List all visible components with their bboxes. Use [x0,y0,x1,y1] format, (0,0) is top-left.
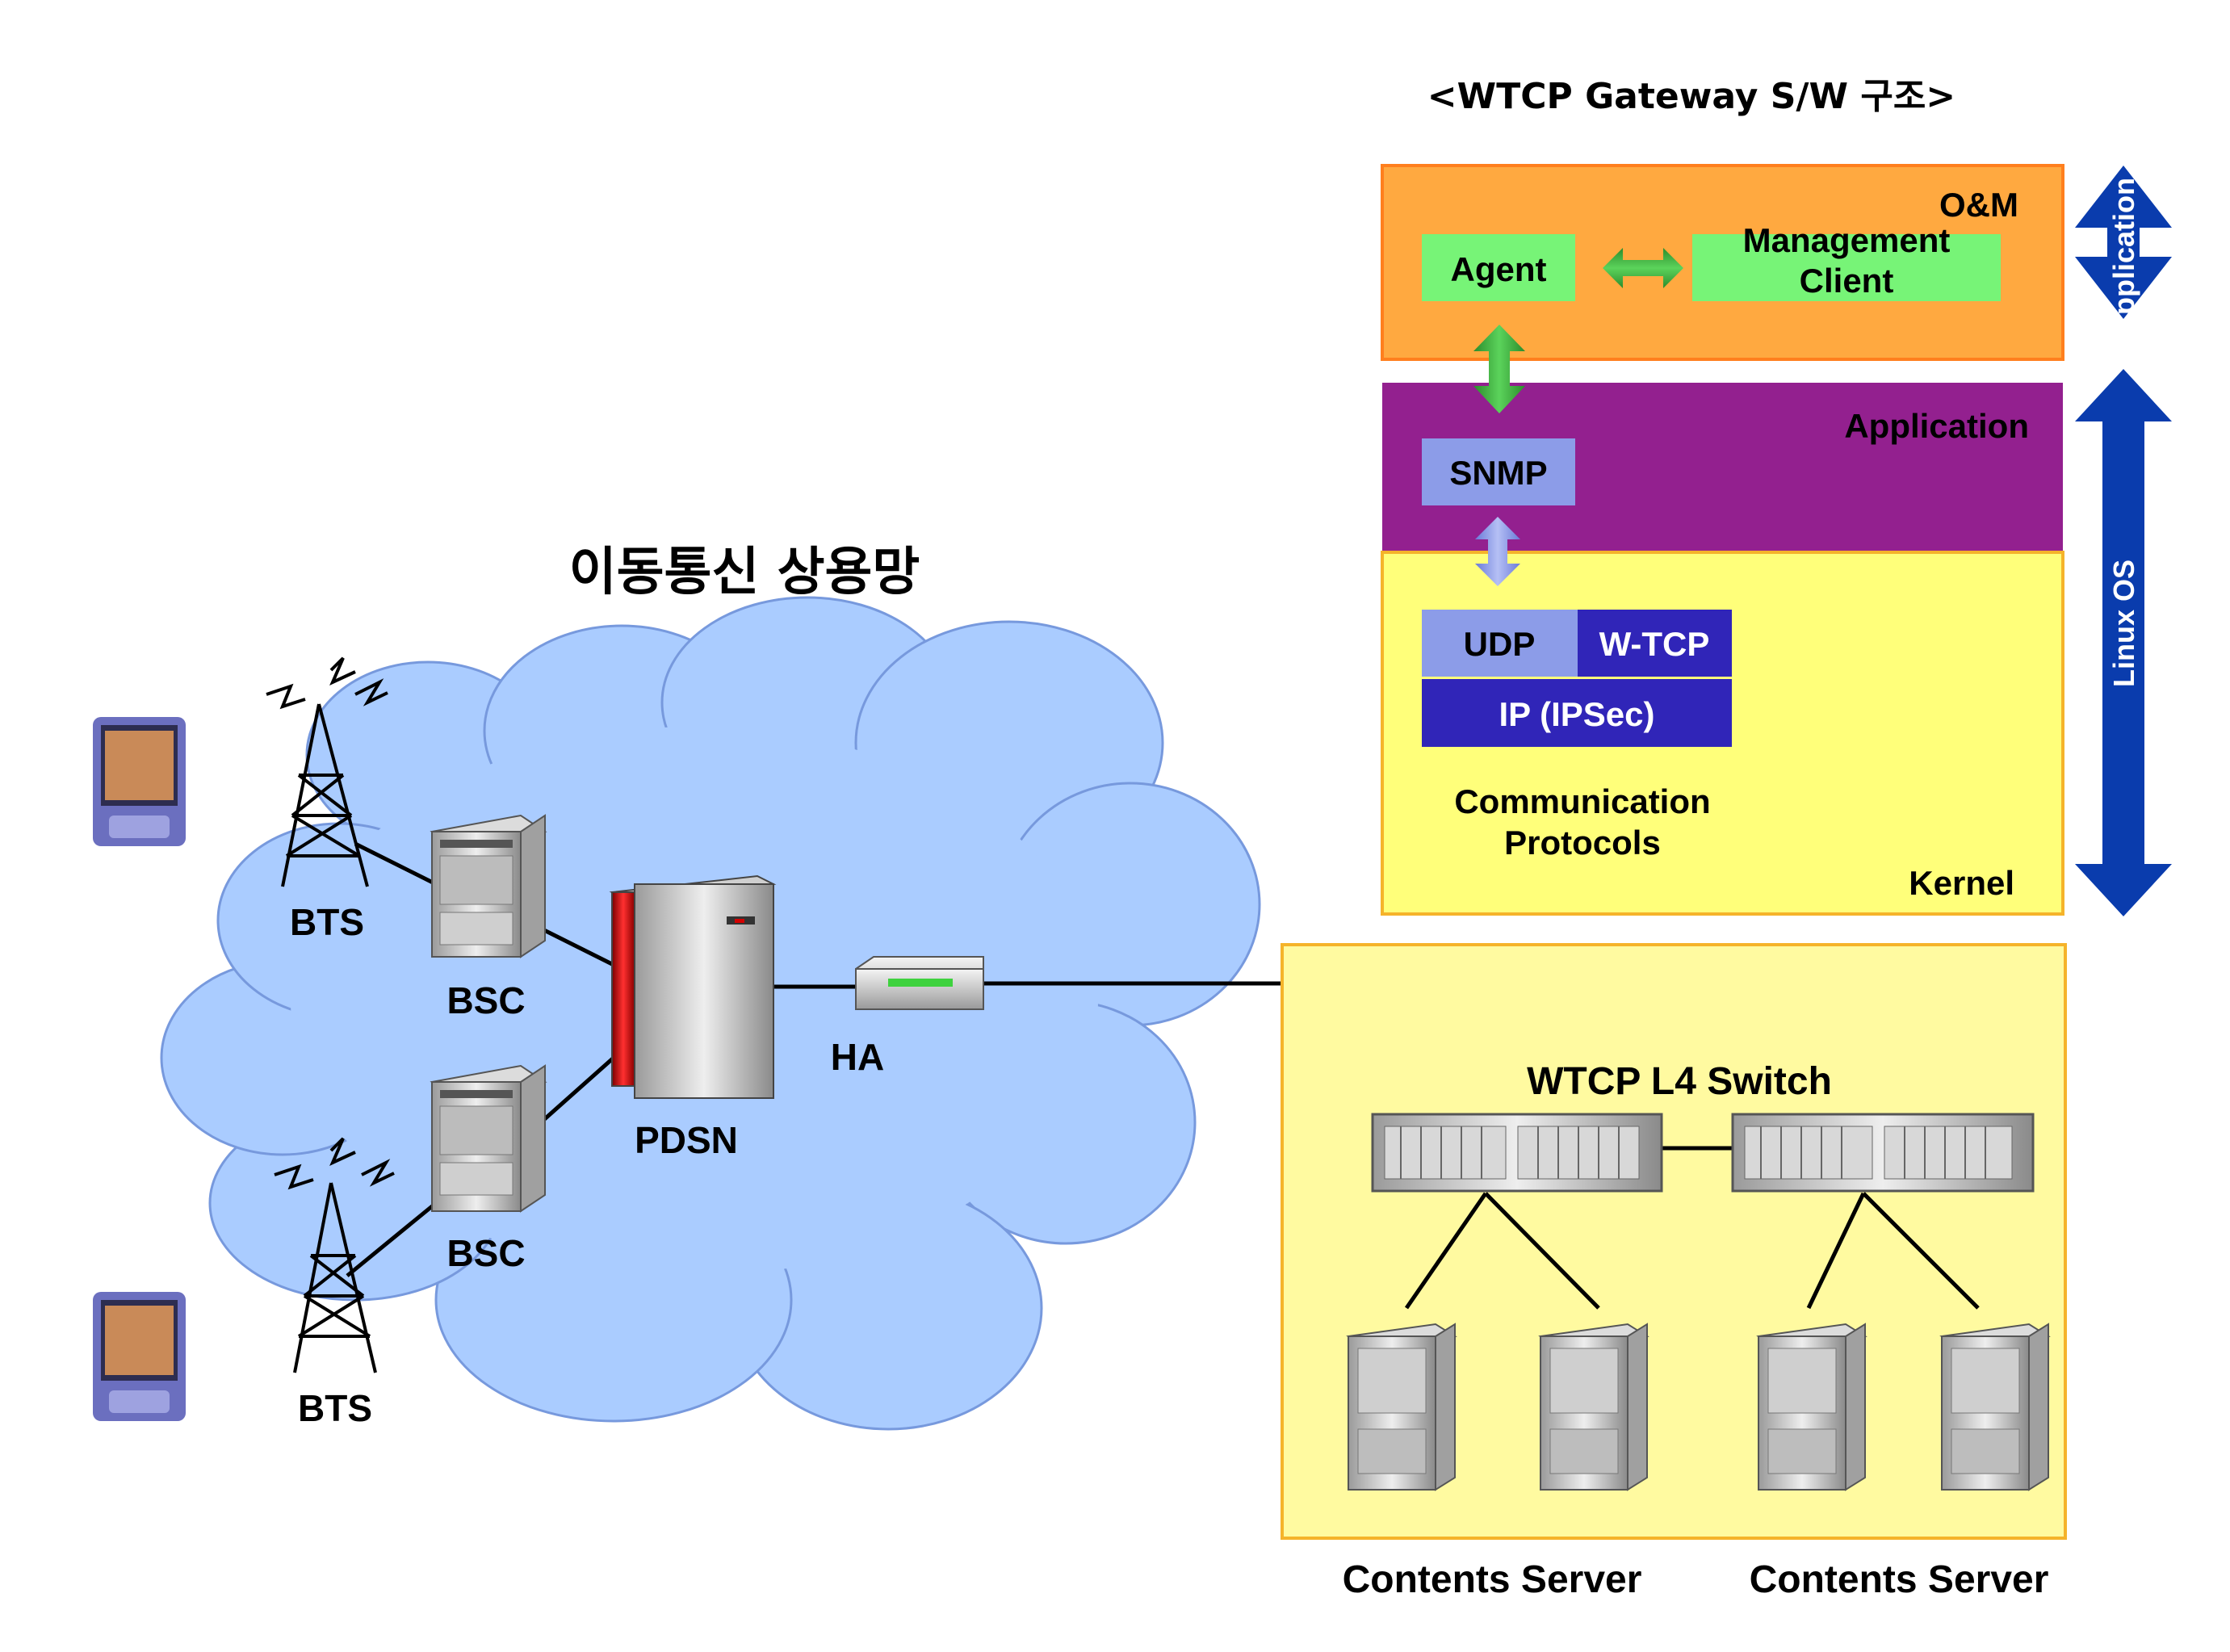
handset-icon-top [93,717,186,846]
snmp-label: SNMP [1449,454,1547,492]
wtcp-box: W-TCP [1578,610,1732,677]
bts-bottom-label: BTS [298,1387,372,1429]
bsc-bottom-label: BSC [446,1232,525,1274]
linux-os-side-arrow: Linux OS [2075,369,2172,916]
management-client-box: Management Client [1692,221,2001,301]
bsc-server-icon-top [430,814,547,958]
agent-label: Agent [1451,250,1547,288]
contents-server-icon-4 [1939,1323,2051,1491]
agent-management-arrow [1603,248,1683,288]
agent-snmp-arrow [1473,325,1525,413]
snmp-udp-arrow [1475,517,1520,586]
contents-server-icon-2 [1538,1323,1649,1491]
communication-protocols-line2: Protocols [1504,824,1661,862]
pdsn-server-icon [609,874,777,1099]
bsc-server-icon-bottom [430,1064,547,1213]
application-side-arrow: Application [2075,166,2172,336]
om-layer-label: O&M [1939,186,2018,224]
ip-label: IP (IPSec) [1499,695,1655,733]
wtcp-switch-label: WTCP L4 Switch [1527,1060,1832,1103]
application-side-label: Application [2107,178,2140,336]
mobile-network-title: 이동통신 상용망 [569,543,920,602]
bts-top-label: BTS [290,901,364,943]
contents-server-icon-1 [1346,1323,1457,1491]
contents-server-right-label: Contents Server [1750,1558,2049,1601]
bsc-top-label: BSC [446,979,525,1021]
bts-tower-icon-top [266,656,388,887]
application-layer-label: Application [1844,407,2029,445]
udp-box: UDP [1422,610,1578,677]
ha-router-icon [855,956,984,1010]
management-client-line2: Client [1800,262,1894,300]
contents-server-icon-3 [1756,1323,1867,1491]
wtcp-label: W-TCP [1599,625,1710,663]
bts-tower-icon-bottom [274,1137,395,1373]
contents-server-left-label: Contents Server [1343,1558,1642,1601]
handset-icon-bottom [93,1292,186,1421]
snmp-box: SNMP [1422,438,1575,505]
management-client-line1: Management [1743,221,1951,259]
ha-label: HA [831,1036,884,1078]
ip-box: IP (IPSec) [1422,679,1732,747]
l4-switch-icon-left [1371,1113,1663,1193]
agent-box: Agent [1422,234,1575,301]
pdsn-label: PDSN [635,1119,738,1161]
l4-switch-icon-right [1731,1113,2035,1193]
gateway-title: <WTCP Gateway S/W 구조> [1427,76,1955,117]
communication-protocols-line1: Communication [1454,782,1710,820]
udp-label: UDP [1464,625,1536,663]
kernel-layer-label: Kernel [1909,864,2014,902]
switch-links [1404,1146,1980,1310]
linux-os-side-label: Linux OS [2107,560,2140,687]
